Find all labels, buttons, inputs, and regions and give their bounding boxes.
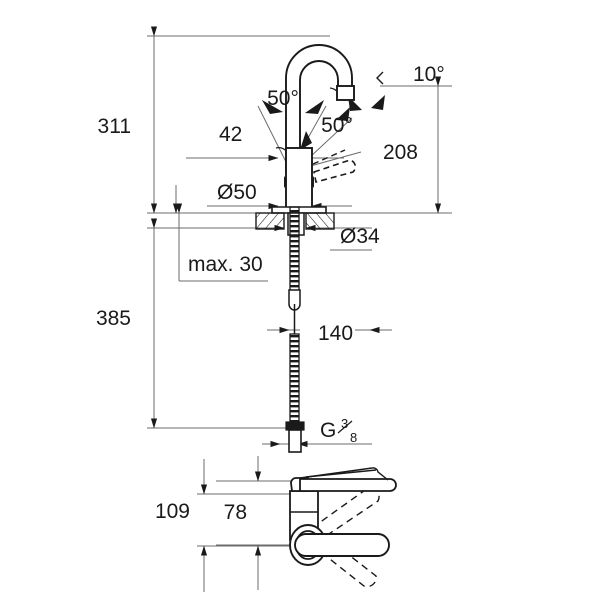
thread-label-numerator: 3 [341, 416, 348, 431]
swivel-right-arrow-c [371, 95, 385, 110]
dimension-208: 208 [383, 76, 442, 214]
lever-handle-ghost-upper [312, 149, 346, 165]
dimension-d50-label: Ø50 [217, 181, 257, 204]
dimension-140-label: 140 [318, 322, 353, 345]
handle-detail-view: 109 78 [155, 456, 397, 592]
cartridge-nub-left [284, 176, 286, 188]
dimension-109-label: 109 [155, 500, 190, 523]
swivel-angle-indicators: 50° 50° [257, 87, 385, 171]
swivel-right-label: 50° [321, 114, 353, 137]
dimension-d34-label: Ø34 [340, 225, 380, 248]
angle-10-label: 10° [413, 63, 445, 86]
thread-end-fitting [285, 421, 305, 431]
thread-end-shank [288, 429, 302, 453]
dimension-385-label: 385 [96, 307, 131, 330]
handle-top-plate [299, 478, 397, 492]
aerator-outlet [336, 85, 355, 101]
thread-label-g: G [320, 419, 336, 442]
dimension-208-label: 208 [383, 141, 418, 164]
cartridge-nub-right [312, 176, 314, 188]
threaded-shank [289, 206, 300, 294]
dimension-385: 385 [96, 218, 158, 429]
countertop-left-section [255, 212, 285, 230]
dimension-78: 78 [224, 456, 262, 590]
faucet-side-view [255, 44, 357, 453]
dimension-max30-label: max. 30 [188, 253, 263, 276]
spout-inner-curve [299, 60, 339, 170]
spout-outer-curve [285, 44, 353, 172]
swivel-left-arrow-a [262, 100, 283, 114]
dimension-109: 109 [155, 459, 208, 592]
thread-callout-g38: G 3 8 [262, 416, 357, 448]
swivel-right-arrow-b [300, 131, 312, 150]
dimension-311-label: 311 [98, 115, 131, 138]
mixer-body [285, 147, 313, 212]
dimension-311: 311 [98, 26, 158, 214]
lever-handle-main [294, 533, 390, 557]
thread-fraction-bar [337, 420, 353, 434]
dimension-78-label: 78 [224, 501, 247, 524]
handle-top-curve [299, 467, 389, 481]
angle-10-degrees: 10° [376, 63, 445, 86]
swivel-left-label: 50° [267, 87, 299, 110]
swivel-right-arrow-a [336, 107, 350, 121]
hose-connector-bead [288, 289, 301, 311]
dimension-max-30: max. 30 [172, 185, 263, 281]
lever-handle-ghost [313, 159, 357, 183]
flexible-hose [289, 333, 300, 423]
angle-10-arc [376, 71, 384, 85]
thread-label-denominator: 8 [350, 430, 357, 445]
dimension-diameter-50: Ø50 [217, 181, 330, 210]
dimension-42-label: 42 [219, 123, 242, 146]
countertop-right-section [305, 212, 335, 230]
dimension-140: 140 [267, 322, 392, 345]
swivel-left-arrow-b [305, 100, 324, 114]
